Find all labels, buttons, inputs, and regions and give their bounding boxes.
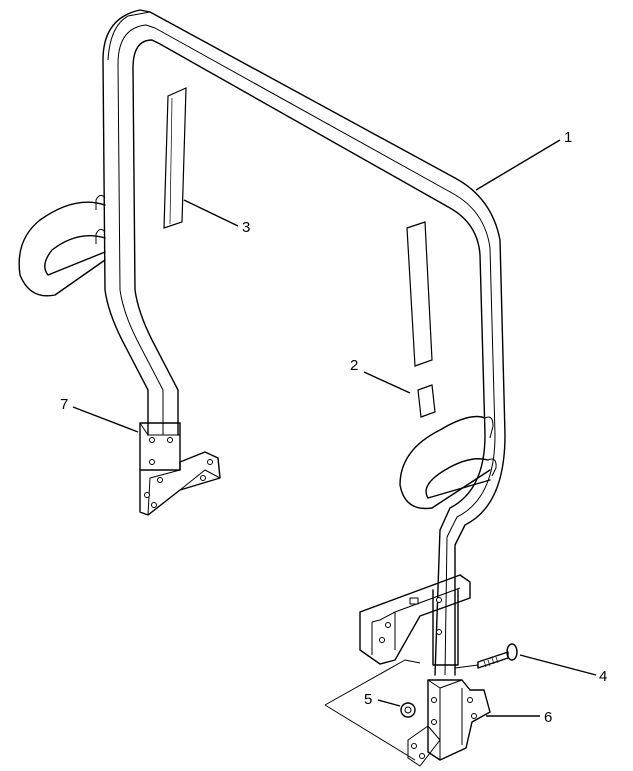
right-mounting-bracket [407, 679, 491, 767]
callout-5: 5 [364, 691, 373, 708]
nut [400, 702, 416, 718]
leader-7 [72, 406, 139, 433]
callout-6: 6 [544, 709, 553, 726]
decal-right-pair [406, 221, 436, 418]
decal-upper-left [163, 87, 187, 229]
leader-1 [475, 139, 561, 191]
roll-bar-frame [18, 9, 506, 676]
callout-3: 3 [242, 219, 251, 236]
callout-1: 1 [564, 129, 573, 146]
left-mounting-bracket [139, 451, 221, 516]
leader-2 [363, 371, 411, 394]
leader-5 [377, 699, 401, 707]
assembly-lines [324, 659, 479, 761]
callout-4: 4 [599, 668, 608, 685]
bolt [477, 643, 518, 669]
callout-leaders [72, 139, 597, 717]
leader-4 [519, 654, 597, 676]
mounting-frame-channel [359, 574, 471, 665]
leader-3 [183, 199, 239, 227]
callout-7: 7 [60, 396, 69, 413]
callout-2: 2 [350, 357, 359, 374]
